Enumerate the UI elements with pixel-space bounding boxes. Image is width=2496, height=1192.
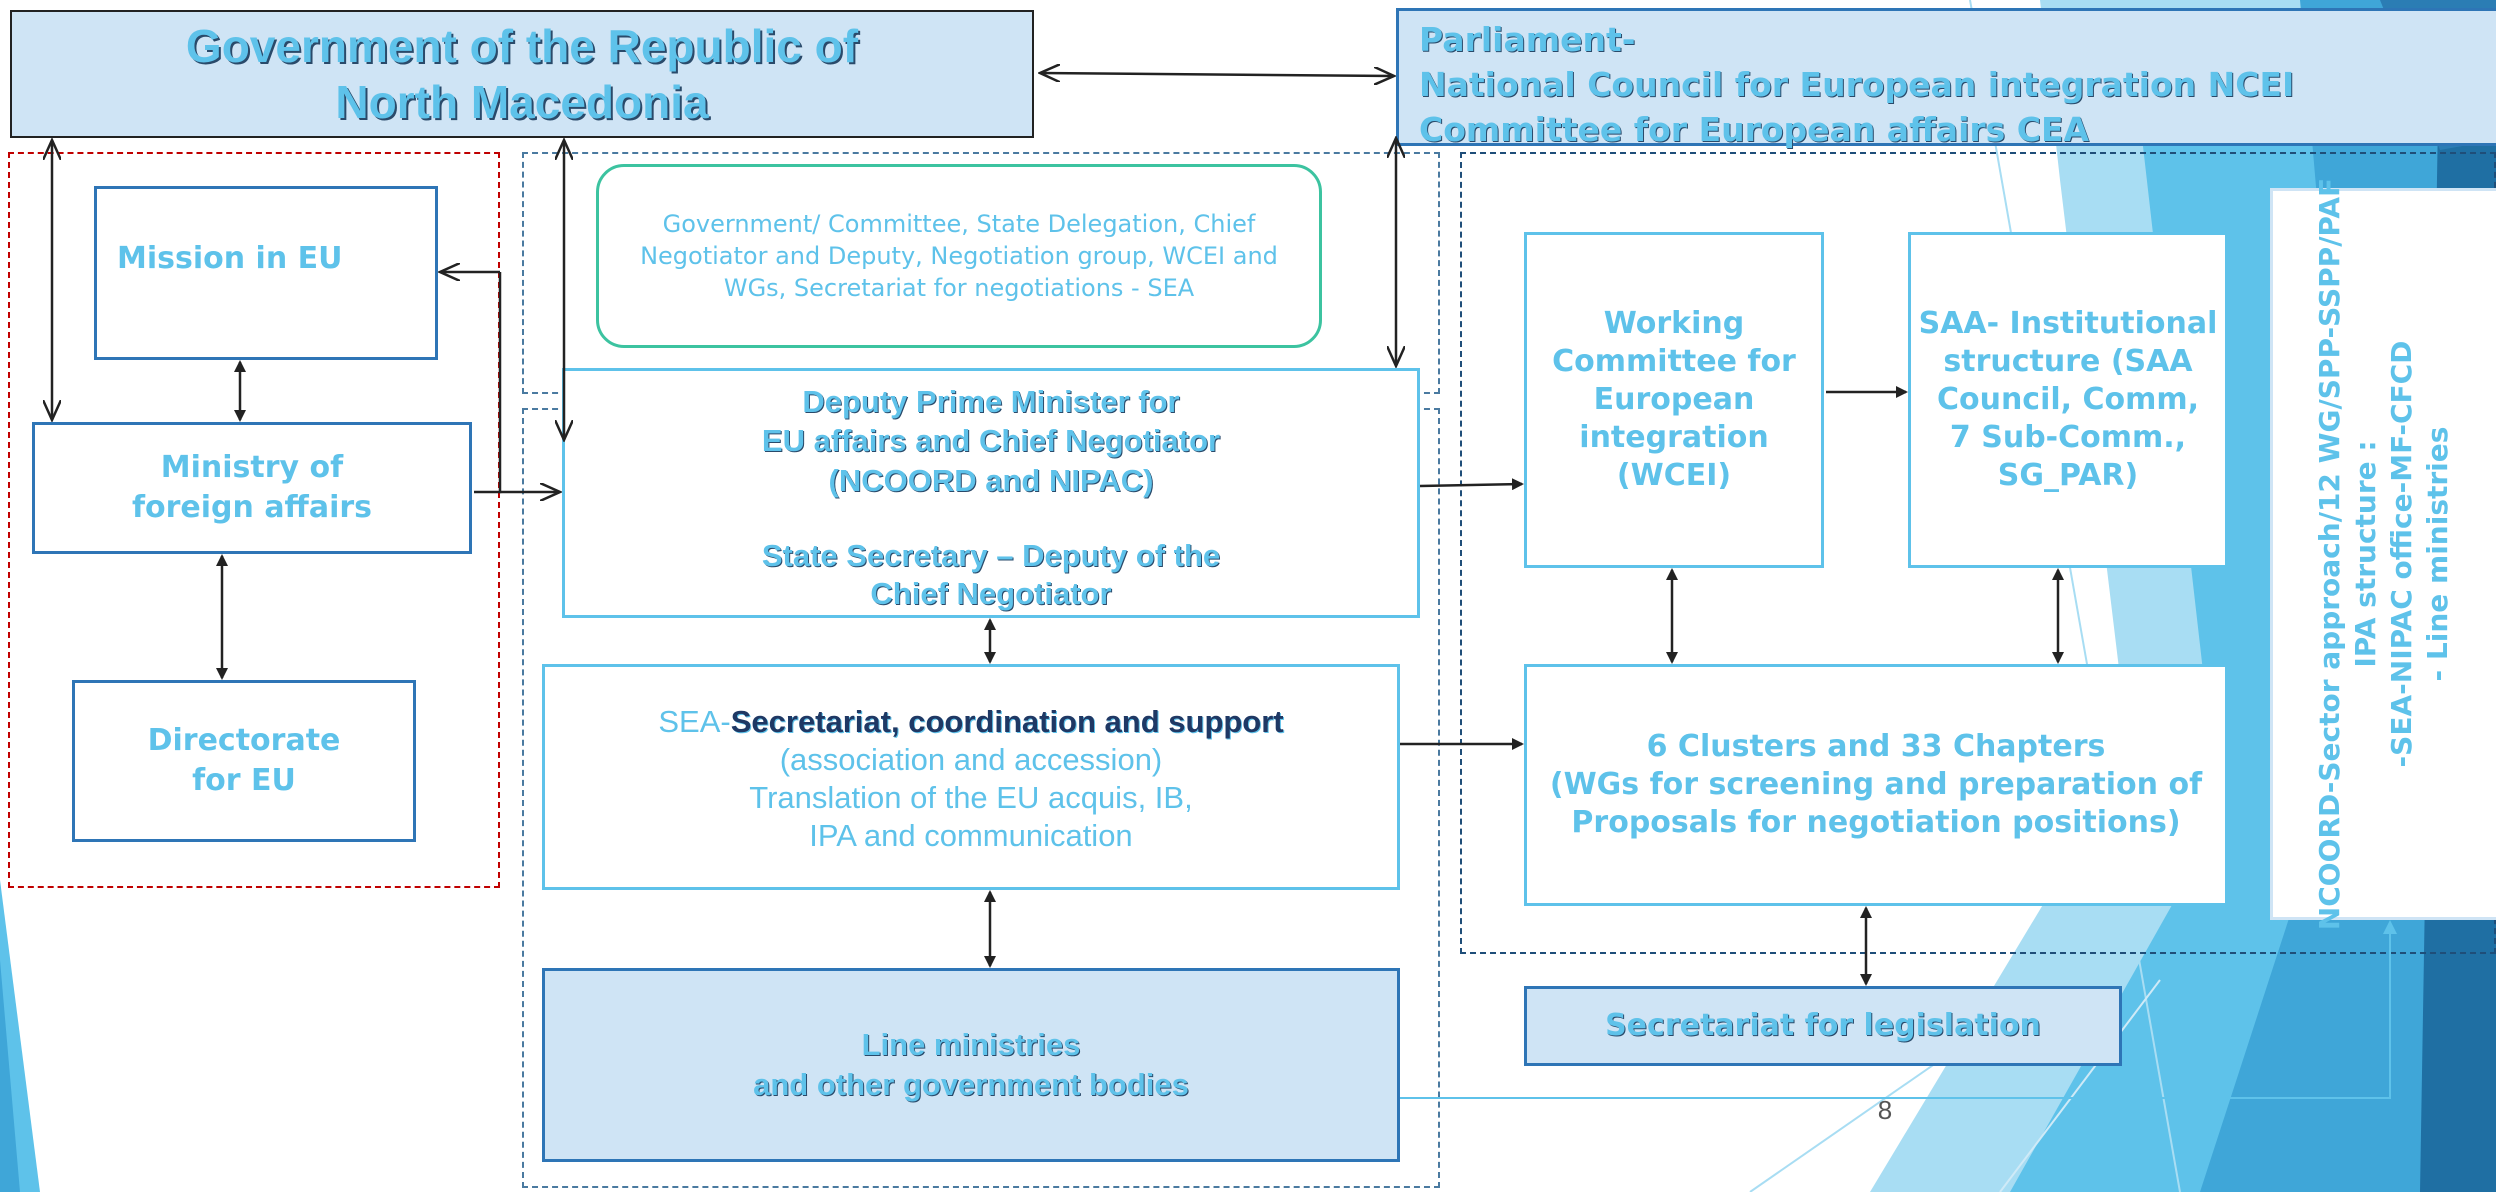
sea-description: (association and accession) Translation … bbox=[749, 742, 1193, 853]
clusters-chapters-label: 6 Clusters and 33 Chapters (WGs for scre… bbox=[1549, 729, 2203, 840]
sea-secretariat-box: SEA-Secretariat, coordination and suppor… bbox=[542, 664, 1400, 890]
red-dashed-group bbox=[8, 152, 500, 888]
secretariat-legislation-box: Secretariat for legislation bbox=[1524, 986, 2122, 1066]
clusters-chapters-box: 6 Clusters and 33 Chapters (WGs for scre… bbox=[1524, 664, 2228, 906]
deputy-prime-minister-line-1: Deputy Prime Minister for bbox=[802, 384, 1180, 419]
parliament-line-1: Parliament- bbox=[1419, 20, 1636, 59]
secretariat-legislation-label: Secretariat for legislation bbox=[1605, 1008, 2041, 1043]
deputy-prime-minister-line-2: EU affairs and Chief Negotiator (NCOORD … bbox=[761, 423, 1221, 498]
page-number: 8 bbox=[1877, 1094, 1893, 1125]
saa-label: SAA- Institutional structure (SAA Counci… bbox=[1918, 306, 2218, 493]
deputy-prime-minister-box: Deputy Prime Minister for EU affairs and… bbox=[562, 368, 1420, 618]
government-committee-label: Government/ Committee, State Delegation,… bbox=[640, 210, 1278, 302]
parliament-line-3: Committee for European affairs CEA bbox=[1419, 110, 2090, 149]
state-secretary-label: State Secretary – Deputy of the Chief Ne… bbox=[761, 538, 1221, 611]
government-box: Government of the Republic of North Mace… bbox=[10, 10, 1034, 138]
line-ministries-box: Line ministries and other government bod… bbox=[542, 968, 1400, 1162]
wcei-box: Working Committee for European integrati… bbox=[1524, 232, 1824, 568]
parliament-box: Parliament- National Council for Europea… bbox=[1396, 8, 2496, 149]
government-label: Government of the Republic of North Mace… bbox=[185, 20, 859, 128]
ministry-foreign-affairs-label: Ministry of foreign affairs bbox=[131, 450, 373, 525]
government-committee-box: Government/ Committee, State Delegation,… bbox=[596, 164, 1322, 348]
bg-left-triangle-2 bbox=[0, 960, 20, 1192]
directorate-for-eu-label: Directorate for EU bbox=[147, 723, 341, 798]
sea-prefix: SEA- bbox=[658, 704, 731, 739]
ncoord-vertical-box: NCOORD-Sector approach/12 WG/SPP-SSPP/PA… bbox=[2270, 178, 2496, 930]
mission-in-eu-label: Mission in EU bbox=[117, 241, 343, 276]
sea-highlight: Secretariat, coordination and support bbox=[730, 704, 1284, 739]
directorate-for-eu-box: Directorate for EU bbox=[72, 680, 416, 842]
saa-box: SAA- Institutional structure (SAA Counci… bbox=[1908, 232, 2228, 568]
wcei-label: Working Committee for European integrati… bbox=[1552, 306, 1796, 493]
mission-in-eu-box: Mission in EU bbox=[94, 186, 438, 360]
ministry-foreign-affairs-box: Ministry of foreign affairs bbox=[32, 422, 472, 554]
line-ministries-label: Line ministries and other government bod… bbox=[753, 1027, 1189, 1102]
ncoord-vertical-label: NCOORD-Sector approach/12 WG/SPP-SSPP/PA… bbox=[2313, 177, 2455, 931]
parliament-line-2: National Council for European integratio… bbox=[1419, 65, 2295, 104]
